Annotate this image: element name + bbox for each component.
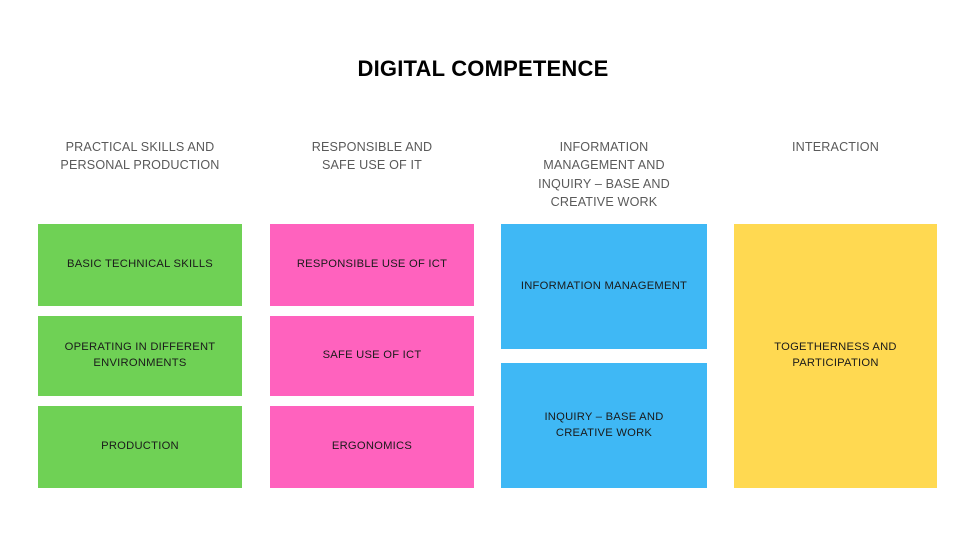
box-safe-use-of-ict[interactable]: SAFE USE OF ICT: [270, 316, 474, 396]
box-togetherness-and-participation[interactable]: TOGETHERNESS AND PARTICIPATION: [734, 224, 937, 488]
box-label: BASIC TECHNICAL SKILLS: [66, 258, 213, 271]
column-header-interaction: INTERACTION: [791, 140, 879, 154]
box-label: TOGETHERNESS AND PARTICIPATION: [774, 341, 897, 369]
box-label: PRODUCTION: [101, 440, 179, 453]
column-practical-skills-and-personal-production: PRACTICAL SKILLS AND PERSONAL PRODUCTION…: [38, 138, 242, 488]
page-title: DIGITAL COMPETENCE: [357, 56, 609, 81]
column-interaction: INTERACTION TOGETHERNESS AND PARTICIPATI…: [734, 138, 937, 488]
column-header-information-management-and-inquiry: INFORMATION MANAGEMENT AND INQUIRY – BAS…: [538, 140, 670, 209]
box-responsible-use-of-ict[interactable]: RESPONSIBLE USE OF ICT: [270, 224, 474, 306]
column-header-practical-skills: PRACTICAL SKILLS AND PERSONAL PRODUCTION: [60, 140, 220, 173]
box-label: ERGONOMICS: [331, 440, 413, 453]
box-label: SAFE USE OF ICT: [322, 349, 422, 362]
column-information-management-and-inquiry: INFORMATION MANAGEMENT AND INQUIRY – BAS…: [501, 138, 707, 488]
box-operating-in-different-environments[interactable]: OPERATING IN DIFFERENT ENVIRONMENTS: [38, 316, 242, 396]
box-ergonomics[interactable]: ERGONOMICS: [270, 406, 474, 488]
column-responsible-and-safe-use-of-it: RESPONSIBLE AND SAFE USE OF IT RESPONSIB…: [270, 138, 474, 488]
box-label: RESPONSIBLE USE OF ICT: [296, 258, 448, 271]
box-information-management[interactable]: INFORMATION MANAGEMENT: [501, 224, 707, 349]
box-inquiry-base-and-creative-work[interactable]: INQUIRY – BASE AND CREATIVE WORK: [501, 363, 707, 488]
box-label: INFORMATION MANAGEMENT: [520, 279, 688, 292]
column-header-responsible-and-safe-use-of-it: RESPONSIBLE AND SAFE USE OF IT: [311, 140, 433, 173]
box-label: INQUIRY – BASE AND CREATIVE WORK: [544, 410, 664, 439]
box-basic-technical-skills[interactable]: BASIC TECHNICAL SKILLS: [38, 224, 242, 306]
box-production[interactable]: PRODUCTION: [38, 406, 242, 488]
box-label: OPERATING IN DIFFERENT ENVIRONMENTS: [64, 341, 216, 369]
